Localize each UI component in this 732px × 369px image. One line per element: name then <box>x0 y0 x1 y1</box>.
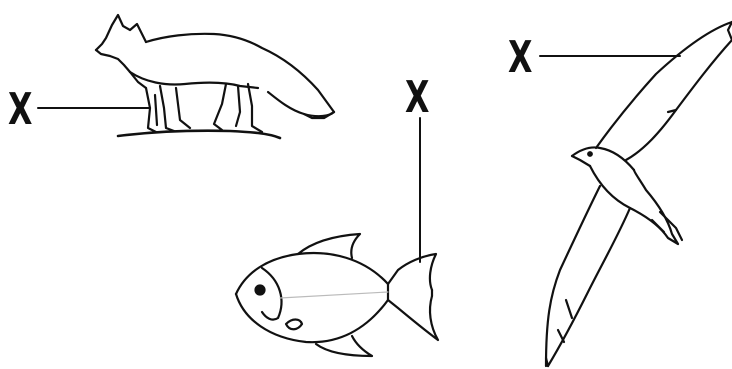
fox-drawing <box>94 13 336 140</box>
fish-drawing <box>234 232 440 358</box>
fox-x-label: X <box>8 84 33 135</box>
fish-x-label: X <box>405 72 430 123</box>
bird-x-label: X <box>508 32 533 83</box>
gull-drawing <box>544 20 732 368</box>
